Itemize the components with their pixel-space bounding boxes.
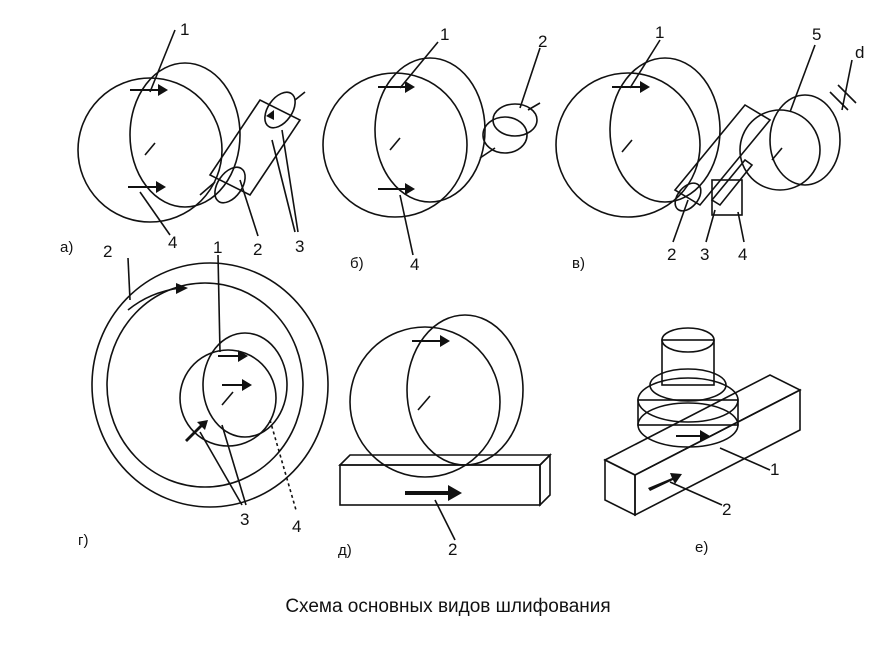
caption-e: е): [695, 539, 708, 556]
grinding-wheel-side: [609, 57, 721, 203]
label-2: 2: [448, 540, 457, 559]
feed-arrow: [378, 183, 415, 195]
caption-g: г): [78, 532, 88, 549]
cup-wheel: [637, 327, 739, 448]
panel-d: 2 д): [338, 314, 552, 559]
label-5: 4: [738, 245, 747, 264]
panel-e: 1 2 е): [603, 327, 802, 556]
table-feed-arrow: [648, 473, 682, 491]
rotation-arrow: [412, 335, 450, 347]
flat-workpiece: [603, 374, 802, 517]
label-4: 4: [410, 255, 419, 274]
label-2: 2: [103, 242, 112, 261]
workpiece: [673, 103, 772, 212]
leader-2: [239, 179, 259, 237]
label-3: 3: [240, 510, 249, 529]
label-4: 5: [812, 25, 821, 44]
label-2: 2: [722, 500, 731, 519]
caption-d: д): [338, 542, 352, 559]
leader-1: [149, 29, 176, 93]
grinding-wheel-side: [406, 314, 524, 466]
caption-v: в): [572, 255, 585, 272]
caption-a: а): [60, 239, 73, 256]
panel-b: 1 2 4 б): [322, 25, 547, 274]
leader-3: [271, 139, 296, 233]
label-4: 4: [292, 517, 301, 536]
label-1: 1: [655, 23, 664, 42]
ring-workpiece: [91, 262, 329, 508]
label-d: d: [855, 43, 864, 62]
label-1: 1: [213, 238, 222, 257]
table-feed-arrow: [405, 485, 462, 501]
grinding-wheel: [555, 72, 701, 218]
grinding-wheel-side: [129, 62, 241, 208]
label-1: 1: [440, 25, 449, 44]
label-1: 1: [180, 20, 189, 39]
feed-arrow: [128, 181, 166, 193]
label-2: 2: [538, 32, 547, 51]
workpiece: [479, 102, 541, 159]
wheel-axis: [144, 142, 156, 156]
label-3: 3: [700, 245, 709, 264]
flat-workpiece: [338, 453, 552, 507]
rotation-arrow: [378, 81, 415, 93]
regulating-wheel: [739, 94, 841, 191]
panel-g: 2 1 3 4 г): [78, 238, 329, 549]
internal-wheel: [179, 332, 288, 447]
panel-v: d 1 5 2 3 4 в): [555, 23, 864, 272]
support-rest: [710, 158, 754, 216]
caption-b: б): [350, 255, 364, 272]
label-3: 3: [295, 237, 304, 256]
label-1: 1: [770, 460, 779, 479]
grinding-wheel: [322, 72, 468, 218]
leader-4: [139, 191, 171, 236]
figure-title: Схема основных видов шлифования: [285, 596, 610, 617]
workpiece: [199, 91, 306, 204]
rotation-arrow: [130, 84, 168, 96]
label-2: 2: [667, 245, 676, 264]
grinding-wheel: [77, 77, 223, 223]
label-4: 4: [168, 233, 177, 252]
grinding-wheel-side: [374, 57, 486, 203]
label-2: 2: [253, 240, 262, 259]
panel-a: 1 2 3 4 а): [60, 20, 306, 259]
grinding-wheel: [349, 326, 501, 478]
